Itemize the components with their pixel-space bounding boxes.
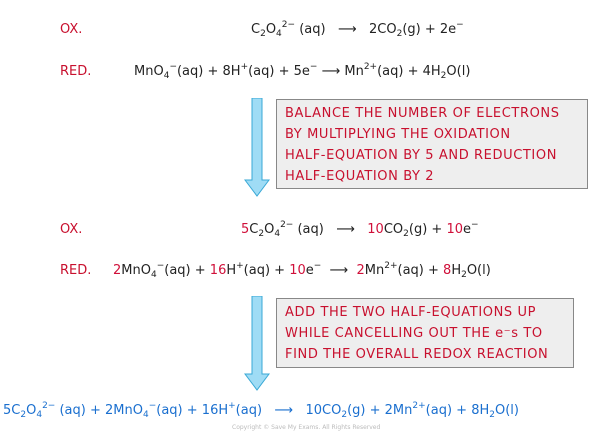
box1-line-3: HALF-EQUATION BY 5 AND REDUCTION bbox=[285, 148, 558, 163]
red-coef-a: 2 bbox=[113, 263, 122, 278]
red-coef-c: 10 bbox=[289, 263, 306, 278]
red-coef-b: 16 bbox=[209, 263, 227, 278]
box1-line-2: BY MULTIPLYING THE OXIDATION bbox=[285, 127, 511, 142]
box2-line-3: FIND THE OVERALL REDOX REACTION bbox=[285, 347, 549, 362]
ox-coef: 5 bbox=[241, 222, 250, 237]
copyright-footer: Copyright © Save My Exams. All Rights Re… bbox=[232, 424, 381, 431]
ox-label-2: OX. bbox=[60, 222, 83, 237]
ox-e-coef: 10 bbox=[446, 222, 463, 237]
red-label-1: RED. bbox=[60, 64, 92, 79]
box1-line-4: HALF-EQUATION BY 2 bbox=[285, 169, 435, 184]
overall-equation: 5C2O42− (aq) + 2MnO4−(aq) + 16H+(aq) ⟶ 1… bbox=[3, 401, 519, 420]
instruction-box-2: ADD THE TWO HALF-EQUATIONS UP WHILE CANC… bbox=[276, 298, 574, 368]
box2-line-1: ADD THE TWO HALF-EQUATIONS UP bbox=[285, 305, 537, 320]
ox-half-equation-2: 5C2O42− (aq) ⟶ 10CO2(g) + 10e− bbox=[241, 220, 479, 239]
box2-line-2: WHILE CANCELLING OUT THE e⁻s TO bbox=[285, 326, 543, 341]
instruction-box-1: BALANCE THE NUMBER OF ELECTRONS BY MULTI… bbox=[276, 99, 588, 189]
red-prod-coef-b: 8 bbox=[443, 263, 452, 278]
ox-label-1: OX. bbox=[60, 22, 83, 37]
red-label-2: RED. bbox=[60, 263, 92, 278]
red-prod-coef-a: 2 bbox=[356, 263, 365, 278]
down-arrow-2 bbox=[244, 296, 270, 391]
red-half-equation-2: 2MnO4−(aq) + 16H+(aq) + 10e− ⟶ 2Mn2+(aq)… bbox=[113, 261, 491, 280]
down-arrow-1 bbox=[244, 98, 270, 197]
ox-prod-coef: 10 bbox=[367, 222, 384, 237]
red-half-equation-1: MnO4−(aq) + 8H+(aq) + 5e− ⟶ Mn2+(aq) + 4… bbox=[134, 62, 471, 81]
box1-line-1: BALANCE THE NUMBER OF ELECTRONS bbox=[285, 106, 560, 121]
ox-half-equation-1: C2O42− (aq) ⟶ 2CO2(g) + 2e− bbox=[251, 20, 464, 39]
